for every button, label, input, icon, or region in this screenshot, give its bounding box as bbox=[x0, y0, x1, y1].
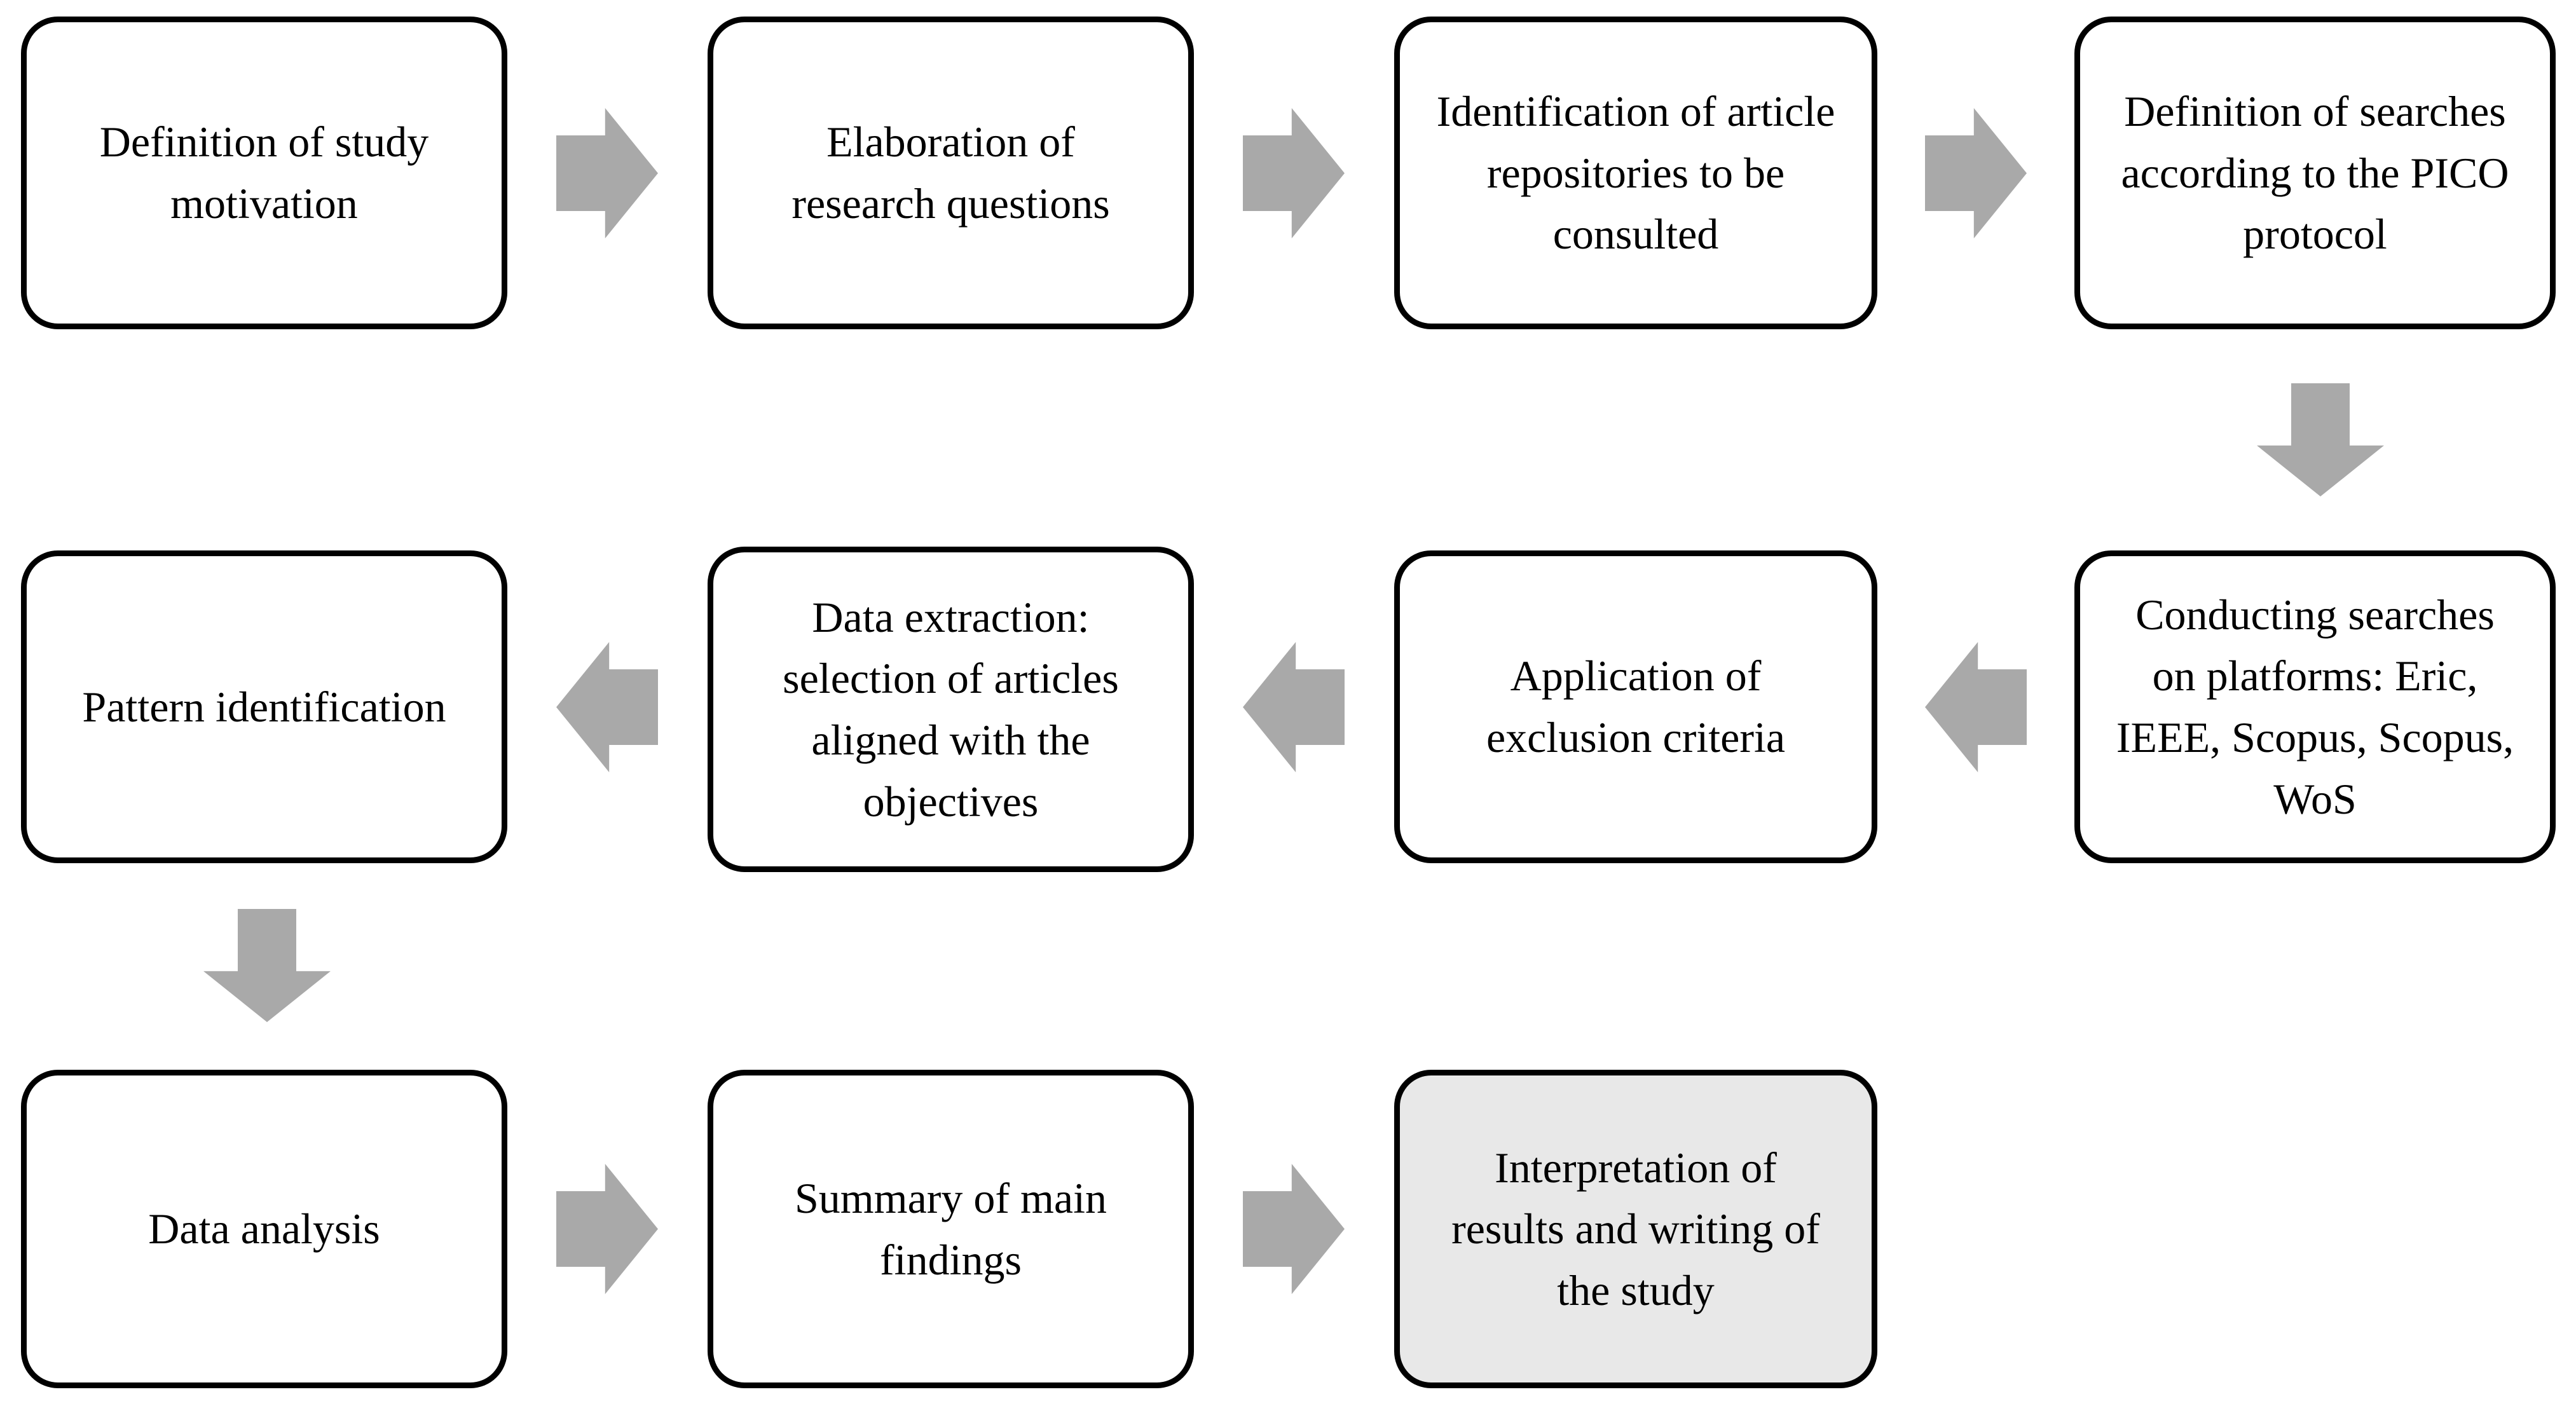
block-arrow-left-icon bbox=[556, 642, 658, 772]
flow-step-5-conducting-searches-on-platforms: Conducting searches on platforms: Eric, … bbox=[2074, 550, 2556, 863]
flow-step-7-data-extraction-selection-of-articles: Data extraction: selection of articles a… bbox=[708, 547, 1194, 872]
block-arrow-down-icon bbox=[203, 909, 331, 1022]
block-arrow-left-icon bbox=[1243, 642, 1345, 772]
block-arrow-right-icon bbox=[556, 108, 658, 238]
flow-step-9-data-analysis: Data analysis bbox=[21, 1070, 507, 1388]
flow-step-6-application-of-exclusion-criteria: Application of exclusion criteria bbox=[1394, 550, 1877, 863]
flow-step-1-definition-of-study-motivation: Definition of study motivation bbox=[21, 17, 507, 329]
flow-step-10-summary-of-main-findings: Summary of main findings bbox=[708, 1070, 1194, 1388]
block-arrow-left-icon bbox=[1925, 642, 2027, 772]
block-arrow-right-icon bbox=[556, 1164, 658, 1294]
flow-step-11-interpretation-of-results-and-writing: Interpretation of results and writing of… bbox=[1394, 1070, 1877, 1388]
flow-step-4-definition-of-searches-pico-protocol: Definition of searches according to the … bbox=[2074, 17, 2556, 329]
block-arrow-right-icon bbox=[1243, 1164, 1345, 1294]
flow-step-3-identification-of-article-repositories: Identification of article repositories t… bbox=[1394, 17, 1877, 329]
flow-step-2-elaboration-of-research-questions: Elaboration of research questions bbox=[708, 17, 1194, 329]
block-arrow-right-icon bbox=[1925, 108, 2027, 238]
block-arrow-down-icon bbox=[2257, 383, 2384, 496]
block-arrow-right-icon bbox=[1243, 108, 1345, 238]
flow-step-8-pattern-identification: Pattern identification bbox=[21, 550, 507, 863]
